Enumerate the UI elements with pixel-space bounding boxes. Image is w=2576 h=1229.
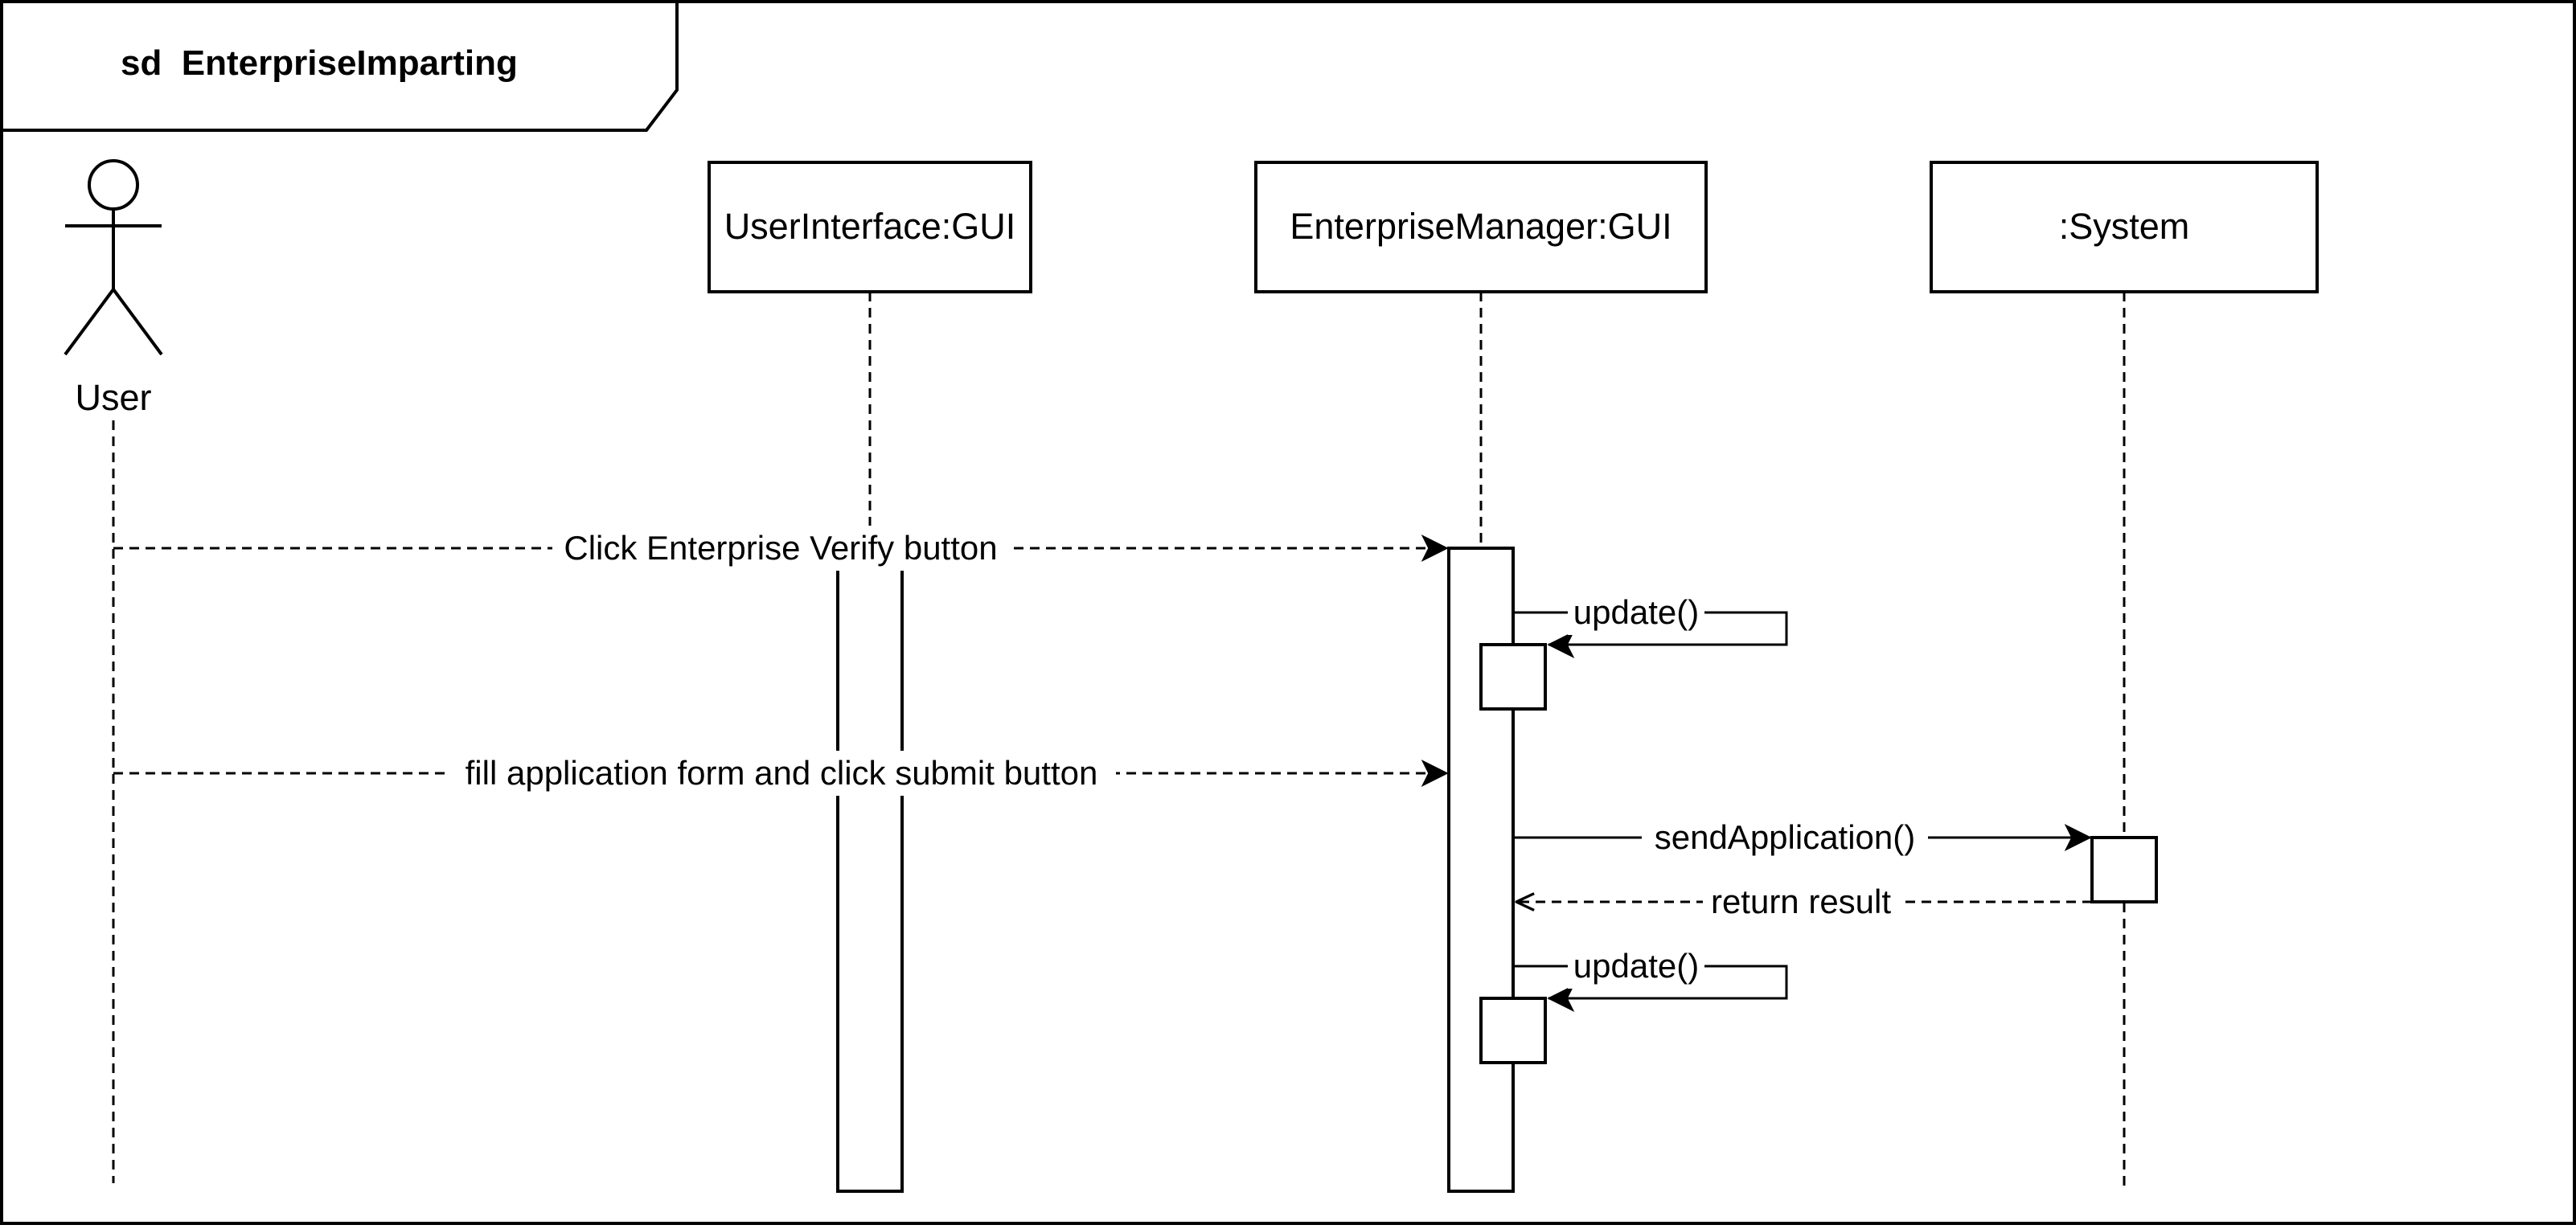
message-label-bg bbox=[1703, 879, 1899, 924]
lifeline-label-em: EnterpriseManager:GUI bbox=[1290, 206, 1672, 247]
message-label: return result bbox=[1711, 883, 1891, 920]
lifeline-head-em: EnterpriseManager:GUI bbox=[1254, 161, 1708, 293]
message-label: update() bbox=[1573, 593, 1699, 631]
em-self-activation-2 bbox=[1479, 997, 1547, 1064]
frame-title: sd EnterpriseImparting bbox=[121, 43, 518, 83]
message-send-application: sendApplication() bbox=[1513, 815, 2092, 860]
message-label: Click Enterprise Verify button bbox=[564, 529, 997, 567]
em-self-activation-1 bbox=[1479, 643, 1547, 711]
message-label-bg bbox=[1642, 815, 1928, 860]
lifeline-head-box bbox=[1254, 161, 1708, 293]
lifeline-label-system: :System bbox=[2059, 206, 2190, 247]
message-update-1: update() bbox=[1513, 590, 1788, 658]
message-label-bg bbox=[1568, 944, 1704, 989]
message-fill-form: fill application form and click submit b… bbox=[113, 751, 1449, 796]
message-label-bg bbox=[1568, 590, 1704, 635]
actor-left-leg bbox=[64, 288, 115, 356]
user-actor: User bbox=[64, 159, 163, 418]
actor-head bbox=[88, 159, 139, 211]
lifeline-head-ui: UserInterface:GUI bbox=[708, 161, 1032, 293]
lifeline-label-ui: UserInterface:GUI bbox=[724, 206, 1016, 247]
actor-right-leg bbox=[112, 288, 163, 356]
lifeline-head-box bbox=[708, 161, 1032, 293]
lifeline-head-system: :System bbox=[1930, 161, 2319, 293]
message-label-bg bbox=[447, 751, 1116, 796]
lifeline-head-box bbox=[1930, 161, 2319, 293]
ui-activation-bar bbox=[836, 567, 904, 1193]
message-label-bg bbox=[552, 526, 1009, 571]
message-click-verify: Click Enterprise Verify button bbox=[113, 526, 1449, 571]
message-update-2: update() bbox=[1513, 944, 1788, 1012]
message-label: sendApplication() bbox=[1655, 818, 1916, 856]
actor-name: User bbox=[75, 377, 151, 418]
message-label: fill application form and click submit b… bbox=[466, 754, 1098, 792]
message-label: update() bbox=[1573, 947, 1699, 985]
message-return-result: return result bbox=[1516, 879, 2092, 924]
system-activation-bar bbox=[2090, 836, 2158, 903]
frame-title-tab bbox=[2, 2, 679, 132]
